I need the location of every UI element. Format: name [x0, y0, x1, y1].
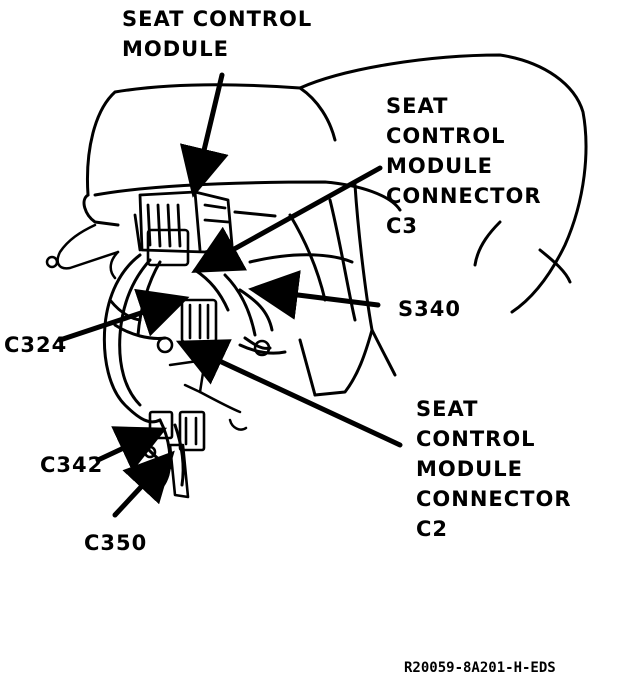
label-connector-c324: C324: [4, 333, 68, 357]
label-line: MODULE: [416, 457, 523, 481]
label-line: MODULE: [386, 154, 493, 178]
label-connector-c350: C350: [84, 531, 148, 555]
label-line: MODULE: [122, 37, 229, 61]
leader-arrows: [57, 72, 403, 518]
label-line: SEAT: [416, 397, 479, 421]
label-seat-control-module: SEAT CONTROL MODULE: [122, 4, 312, 64]
label-line: CONNECTOR: [386, 184, 542, 208]
label-splice-s340: S340: [398, 297, 461, 321]
label-line: CONNECTOR: [416, 487, 572, 511]
label-line: SEAT CONTROL: [122, 7, 313, 31]
label-connector-c342: C342: [40, 453, 104, 477]
label-line: SEAT: [386, 94, 449, 118]
label-line: CONTROL: [416, 427, 536, 451]
connector-bodies: [143, 228, 271, 499]
label-connector-c3: SEAT CONTROL MODULE CONNECTOR C3: [386, 91, 542, 241]
seat-control-module-box: [133, 190, 234, 254]
seat-cushion-outline: [82, 53, 588, 397]
figure-code: R20059-8A201-H-EDS: [404, 660, 556, 676]
label-line: CONTROL: [386, 124, 506, 148]
label-line: C3: [386, 214, 419, 238]
label-connector-c2: SEAT CONTROL MODULE CONNECTOR C2: [416, 394, 572, 544]
label-line: C2: [416, 517, 449, 541]
